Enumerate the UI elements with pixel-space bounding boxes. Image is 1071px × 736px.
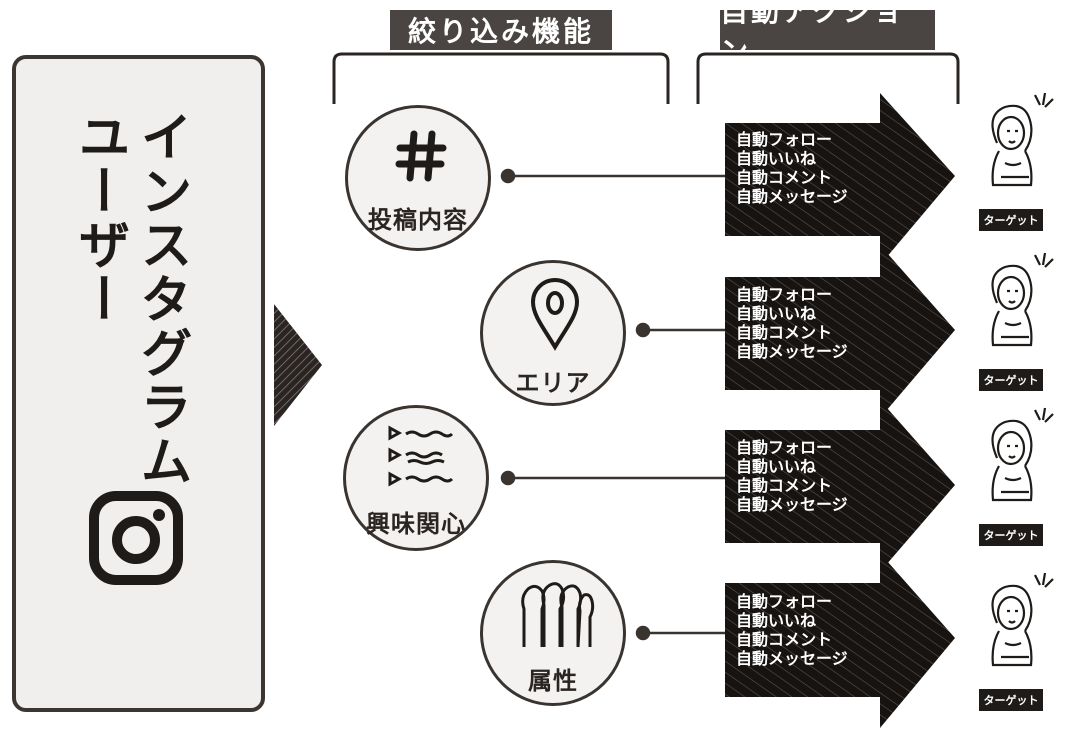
action-item: 自動フォロー — [736, 285, 833, 304]
action-list: 自動フォロー 自動いいね 自動コメント 自動メッセージ — [736, 592, 848, 668]
action-item: 自動メッセージ — [736, 495, 848, 514]
filter-label: エリア — [515, 369, 591, 397]
action-item: 自動コメント — [736, 630, 833, 649]
filter-label: 興味関心 — [366, 510, 466, 538]
person-figure-icon — [991, 407, 1054, 502]
filter-circle-area: エリア — [480, 260, 626, 406]
target-label: ターゲット — [979, 689, 1043, 711]
target-person: ターゲット — [975, 85, 1067, 235]
action-item: 自動コメント — [736, 323, 833, 342]
target-label: ターゲット — [979, 524, 1043, 546]
instagram-user-label: インスタグラムユーザー — [69, 110, 191, 488]
action-list: 自動フォロー 自動いいね 自動コメント 自動メッセージ — [736, 438, 848, 514]
person-figure-icon — [991, 252, 1054, 347]
people-silhouettes-icon — [521, 582, 595, 648]
interest-list-icon — [388, 425, 454, 487]
action-item: 自動フォロー — [736, 592, 833, 611]
action-item: 自動いいね — [736, 611, 817, 630]
action-item: 自動いいね — [736, 149, 817, 168]
action-item: 自動コメント — [736, 168, 833, 187]
filter-label: 属性 — [528, 667, 578, 695]
action-item: 自動メッセージ — [736, 342, 848, 361]
filter-label: 投稿内容 — [368, 206, 468, 234]
header-brackets — [332, 52, 960, 104]
action-item: 自動いいね — [736, 304, 817, 323]
filter-header: 絞り込み機能 — [390, 10, 612, 50]
target-person: ターゲット — [975, 565, 1067, 715]
action-item: 自動メッセージ — [736, 649, 848, 668]
action-list: 自動フォロー 自動いいね 自動コメント 自動メッセージ — [736, 285, 848, 361]
action-item: 自動フォロー — [736, 438, 833, 457]
instagram-icon — [88, 490, 184, 590]
instagram-user-box — [12, 55, 265, 712]
action-item: 自動コメント — [736, 476, 833, 495]
target-label: ターゲット — [979, 209, 1043, 231]
target-label: ターゲット — [979, 369, 1043, 391]
action-list: 自動フォロー 自動いいね 自動コメント 自動メッセージ — [736, 130, 848, 206]
filter-circle-interest: 興味関心 — [343, 405, 489, 551]
flow-triangle-icon — [274, 304, 322, 426]
hashtag-icon — [395, 130, 447, 182]
target-person: ターゲット — [975, 400, 1067, 550]
action-item: 自動いいね — [736, 457, 817, 476]
map-pin-icon — [530, 278, 580, 351]
filter-circle-attribute: 属性 — [480, 560, 626, 706]
target-person: ターゲット — [975, 245, 1067, 395]
person-figure-icon — [991, 572, 1054, 667]
filter-circle-post-content: 投稿内容 — [345, 105, 491, 251]
action-item: 自動フォロー — [736, 130, 833, 149]
person-figure-icon — [991, 92, 1054, 187]
action-item: 自動メッセージ — [736, 187, 848, 206]
